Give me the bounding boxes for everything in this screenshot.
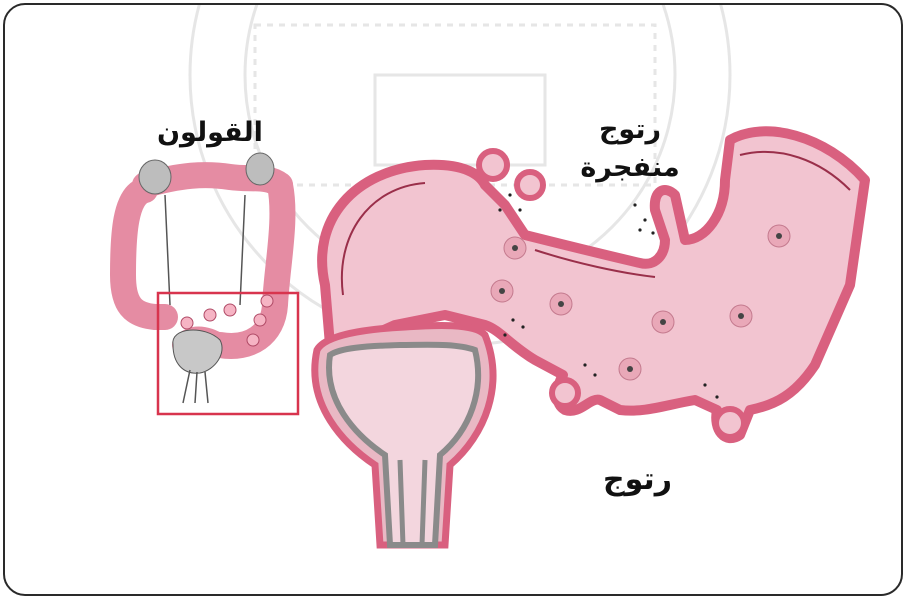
ruptured-label-line1: رتوج bbox=[565, 111, 695, 149]
diagram-illustration bbox=[5, 5, 903, 596]
bladder-structure bbox=[315, 325, 493, 545]
colon-label: القولون bbox=[157, 117, 263, 148]
colon-overview bbox=[123, 153, 282, 403]
diagram-frame: القولون رتوج منفجرة رتوج bbox=[3, 3, 903, 596]
diverticula-label: رتوج bbox=[603, 462, 672, 497]
ruptured-label-line2: منفجرة bbox=[565, 149, 695, 187]
ruptured-diverticula-label: رتوج منفجرة bbox=[565, 111, 695, 187]
